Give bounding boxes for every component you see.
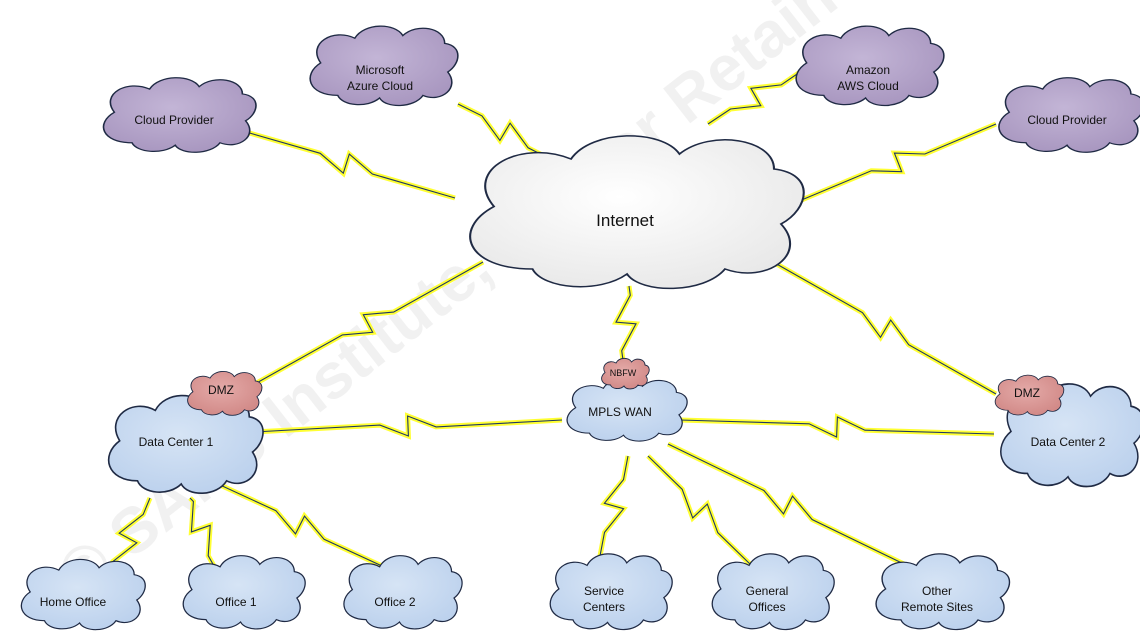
link-mpls-to-general-offices — [646, 454, 754, 568]
azure-cloud[interactable]: Microsoft Azure Cloud — [309, 25, 459, 107]
link-mpls-to-other-sites — [666, 441, 910, 569]
link-dc1-to-office-2 — [216, 481, 384, 569]
link-bolt-glow — [764, 255, 998, 397]
aws-label-line2: AWS Cloud — [837, 79, 899, 93]
internet-cloud[interactable]: Internet — [468, 134, 806, 291]
link-internet-to-cloud-provider-left — [245, 129, 456, 201]
nbfw-cloud[interactable]: NBFW — [601, 357, 650, 390]
dmz-right-label: DMZ — [1014, 386, 1040, 400]
data-center-2-label: Data Center 2 — [1031, 435, 1106, 449]
other-remote-sites-cloud[interactable]: Other Remote Sites — [875, 553, 1011, 631]
data-center-1-cloud[interactable]: Data Center 1 — [107, 394, 264, 495]
link-internet-to-aws — [706, 69, 802, 127]
link-line — [217, 483, 383, 567]
link-line — [765, 257, 997, 395]
home-office-cloud[interactable]: Home Office — [20, 558, 146, 631]
link-line — [245, 131, 456, 199]
office-2-cloud[interactable]: Office 2 — [343, 555, 463, 630]
general-offices-cloud[interactable]: General Offices — [711, 553, 835, 631]
data-center-1-label: Data Center 1 — [139, 435, 214, 449]
office-1-cloud[interactable]: Office 1 — [182, 555, 306, 630]
dmz-left-cloud[interactable]: DMZ — [187, 370, 263, 416]
office-1-label: Office 1 — [215, 595, 256, 609]
link-dc1-to-office-1 — [188, 496, 217, 568]
other-remote-sites-label-line1: Other — [922, 584, 952, 598]
link-bolt-glow — [245, 129, 456, 201]
link-bolt-glow — [791, 121, 997, 207]
other-remote-sites-label-line2: Remote Sites — [901, 600, 973, 614]
link-line — [599, 455, 629, 557]
azure-label-line2: Azure Cloud — [347, 79, 413, 93]
link-mpls-to-service-centers — [597, 455, 631, 557]
link-line — [679, 416, 995, 438]
internet-label: Internet — [596, 211, 654, 230]
link-line — [253, 415, 563, 437]
aws-label-line1: Amazon — [846, 63, 890, 77]
link-line — [252, 261, 484, 386]
home-office-label: Home Office — [40, 595, 107, 609]
cloud-provider-right[interactable]: Cloud Provider — [998, 77, 1140, 154]
links-layer — [103, 69, 998, 579]
link-dc1-to-mpls — [253, 412, 563, 440]
general-offices-label-line1: General — [746, 584, 789, 598]
link-internet-to-nbfw — [612, 285, 640, 361]
link-internet-to-dmz-left — [251, 259, 485, 388]
nbfw-label: NBFW — [610, 368, 637, 378]
dmz-right-cloud[interactable]: DMZ — [994, 374, 1065, 416]
service-centers-label-line2: Centers — [583, 600, 625, 614]
link-line — [667, 443, 909, 567]
cloud-provider-right-label: Cloud Provider — [1027, 113, 1106, 127]
service-centers-cloud[interactable]: Service Centers — [549, 553, 673, 631]
cloud-provider-left[interactable]: Cloud Provider — [102, 76, 257, 154]
link-internet-to-azure — [456, 101, 558, 165]
link-line — [189, 497, 215, 567]
azure-label-line1: Microsoft — [356, 63, 405, 77]
aws-cloud[interactable]: Amazon AWS Cloud — [795, 25, 945, 107]
mpls-wan-cloud[interactable]: MPLS WAN — [566, 378, 688, 442]
link-mpls-to-dc2 — [679, 413, 995, 441]
data-center-2-cloud[interactable]: Data Center 2 — [999, 383, 1140, 488]
general-offices-label-line2: Offices — [748, 600, 785, 614]
link-line — [791, 123, 997, 205]
mpls-wan-label: MPLS WAN — [588, 405, 652, 419]
link-line — [707, 71, 801, 125]
cloud-provider-left-label: Cloud Provider — [134, 113, 213, 127]
link-internet-to-dmz-right — [764, 255, 998, 397]
dmz-left-label: DMZ — [208, 383, 234, 397]
office-2-label: Office 2 — [374, 595, 415, 609]
link-line — [647, 455, 753, 567]
link-line — [615, 285, 637, 361]
service-centers-label-line1: Service — [584, 584, 624, 598]
link-internet-to-cloud-provider-right — [791, 121, 997, 207]
link-line — [457, 103, 557, 163]
